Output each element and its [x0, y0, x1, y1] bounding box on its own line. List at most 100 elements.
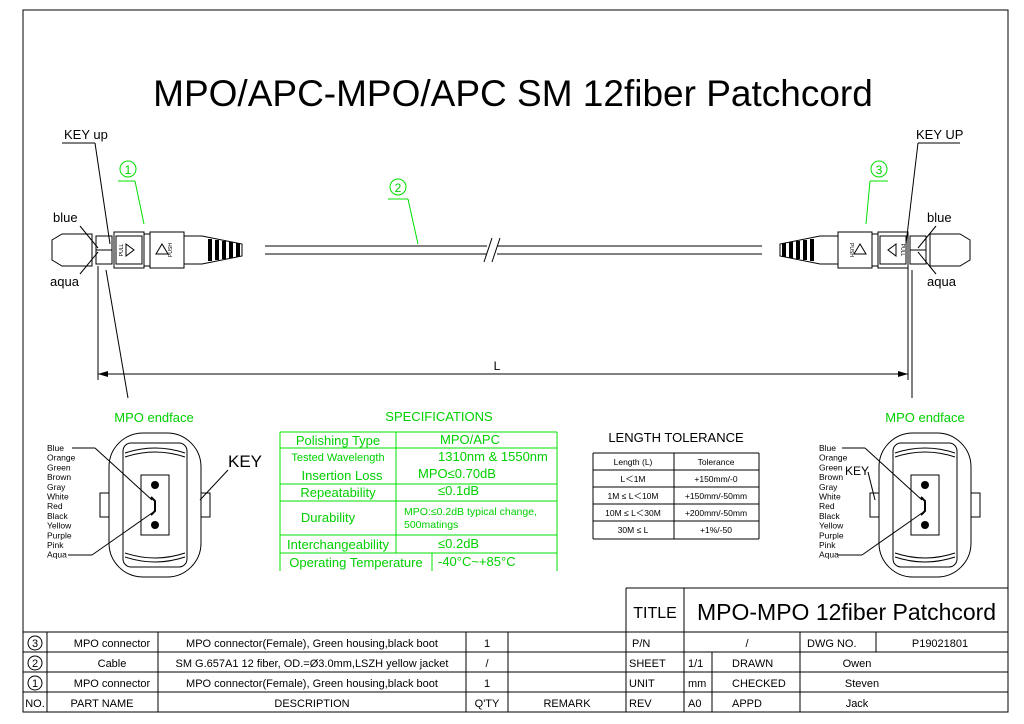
spec-label: Interchangeability [287, 537, 389, 552]
spec-value: ≤0.1dB [438, 483, 479, 498]
item-2-balloon [389, 178, 407, 196]
item-1-balloon [119, 160, 137, 178]
fiber-label: Black [819, 511, 841, 521]
fiber-label: Blue [47, 443, 64, 453]
fiber-label: Orange [47, 453, 76, 463]
left-endface: MPO endface BlueOrangeGreenBrownGrayWhit… [47, 410, 262, 578]
right-key-label: KEY UP [916, 127, 963, 142]
tolerance-length: L＜1M [620, 474, 645, 484]
pn-label: P/N [632, 638, 650, 650]
tolerance-header: Tolerance [698, 457, 735, 467]
length-tolerance-title: LENGTH TOLERANCE [608, 430, 744, 445]
left-key-label: KEY up [64, 127, 108, 142]
title-block-title: MPO-MPO 12fiber Patchcord [697, 599, 996, 625]
title-label: TITLE [633, 605, 677, 622]
left-key-marker: KEY [228, 452, 262, 471]
drawing-title: MPO/APC-MPO/APC SM 12fiber Patchcord [153, 73, 873, 114]
fiber-label: Black [47, 511, 69, 521]
bom-part-name: Cable [98, 658, 127, 670]
bom-description: SM G.657A1 12 fiber, OD.=Ø3.0mm,LSZH yel… [176, 658, 449, 670]
bom-qty: / [485, 658, 489, 670]
right-push-label: PUSH [848, 243, 854, 257]
item-3-balloon [870, 160, 888, 178]
right-key-marker: KEY [845, 464, 869, 478]
bom-header: REMARK [543, 698, 591, 710]
spec-label: Insertion Loss [302, 468, 383, 483]
spec-label: Operating Temperature [289, 555, 422, 570]
unit-value: mm [688, 678, 706, 690]
sheet-value: 1/1 [688, 658, 703, 670]
fiber-label: Green [819, 462, 843, 472]
left-aqua-label: aqua [50, 274, 80, 289]
fiber-label: Pink [819, 540, 836, 550]
fiber-label: Pink [47, 540, 64, 550]
fiber-label: Gray [47, 482, 66, 492]
bom-header: DESCRIPTION [274, 698, 349, 710]
fiber-label: White [819, 492, 841, 502]
spec-label: Polishing Type [296, 433, 380, 448]
right-endface: MPO endface BlueOrangeGreenBrownGrayWhit… [819, 410, 981, 578]
spec-value: 1310nm & 1550nm [438, 449, 548, 464]
bom-part-name: MPO connector [74, 638, 151, 650]
bom-description: MPO connector(Female), Green housing,bla… [186, 678, 438, 690]
left-mpo-connector [51, 231, 243, 269]
rev-label: REV [629, 698, 652, 710]
spec-value: MPO≤0.70dB [418, 466, 496, 481]
fiber-label: White [47, 492, 69, 502]
left-pull-label: PULL [119, 244, 125, 257]
right-aqua-label: aqua [927, 274, 957, 289]
appd-label: APPD [732, 698, 762, 710]
length-tolerance-table: LENGTH TOLERANCE Length (L) Tolerance L＜… [592, 430, 760, 540]
title-block: TITLE MPO-MPO 12fiber Patchcord P/N / DW… [629, 599, 996, 710]
spec-label: Durability [301, 510, 356, 525]
checked-label: CHECKED [732, 678, 786, 690]
tolerance-length: 10M ≤ L＜30M [605, 508, 661, 518]
fiber-label: Yellow [47, 521, 72, 531]
tolerance-length: 30M ≤ L [618, 525, 649, 535]
specifications-table: SPECIFICATIONS Polishing Type MPO/APC Te… [279, 409, 558, 571]
spec-value: MPO:≤0.2dB typical change, [404, 506, 537, 518]
bom-header: Q'TY [475, 698, 500, 710]
right-mpo-connector [779, 231, 971, 269]
fiber-label: Yellow [819, 521, 844, 531]
spec-label: Repeatability [300, 485, 376, 500]
fiber-label: Aqua [819, 550, 839, 560]
unit-label: UNIT [629, 678, 655, 690]
fiber-label: Brown [819, 472, 843, 482]
dwg-value: P19021801 [912, 638, 968, 650]
right-pull-label: PULL [899, 244, 905, 257]
left-endface-title: MPO endface [114, 410, 194, 425]
bom-qty: 1 [484, 678, 490, 690]
item-balloon [27, 655, 43, 671]
length-label: L [494, 359, 501, 373]
item-balloon [27, 635, 43, 651]
specifications-title: SPECIFICATIONS [385, 409, 493, 424]
tolerance-value: +1%/-50 [700, 525, 732, 535]
fiber-label: Red [47, 501, 63, 511]
fiber-label: Aqua [47, 550, 67, 560]
item-3-number: 3 [876, 163, 883, 177]
rev-value: A0 [688, 698, 701, 710]
tolerance-length: 1M ≤ L＜10M [608, 491, 659, 501]
spec-value: MPO/APC [440, 432, 500, 447]
item-balloon [27, 675, 43, 691]
fiber-label: Brown [47, 472, 71, 482]
dwg-label: DWG NO. [807, 638, 857, 650]
spec-value: ≤0.2dB [438, 536, 479, 551]
fiber-label: Blue [819, 443, 836, 453]
drawn-value: Owen [843, 658, 872, 670]
fiber-label: Purple [47, 530, 72, 540]
bom-no: 3 [32, 638, 38, 650]
item-1-number: 1 [125, 163, 132, 177]
tolerance-value: +200mm/-50mm [685, 508, 747, 518]
left-blue-label: blue [53, 210, 78, 225]
fiber-label: Orange [819, 453, 848, 463]
item-2-number: 2 [395, 181, 402, 195]
tolerance-value: +150mm/-0 [694, 474, 737, 484]
fiber-label: Purple [819, 530, 844, 540]
checked-value: Steven [845, 678, 879, 690]
fiber-label: Green [47, 462, 71, 472]
sheet-border [22, 9, 1009, 713]
